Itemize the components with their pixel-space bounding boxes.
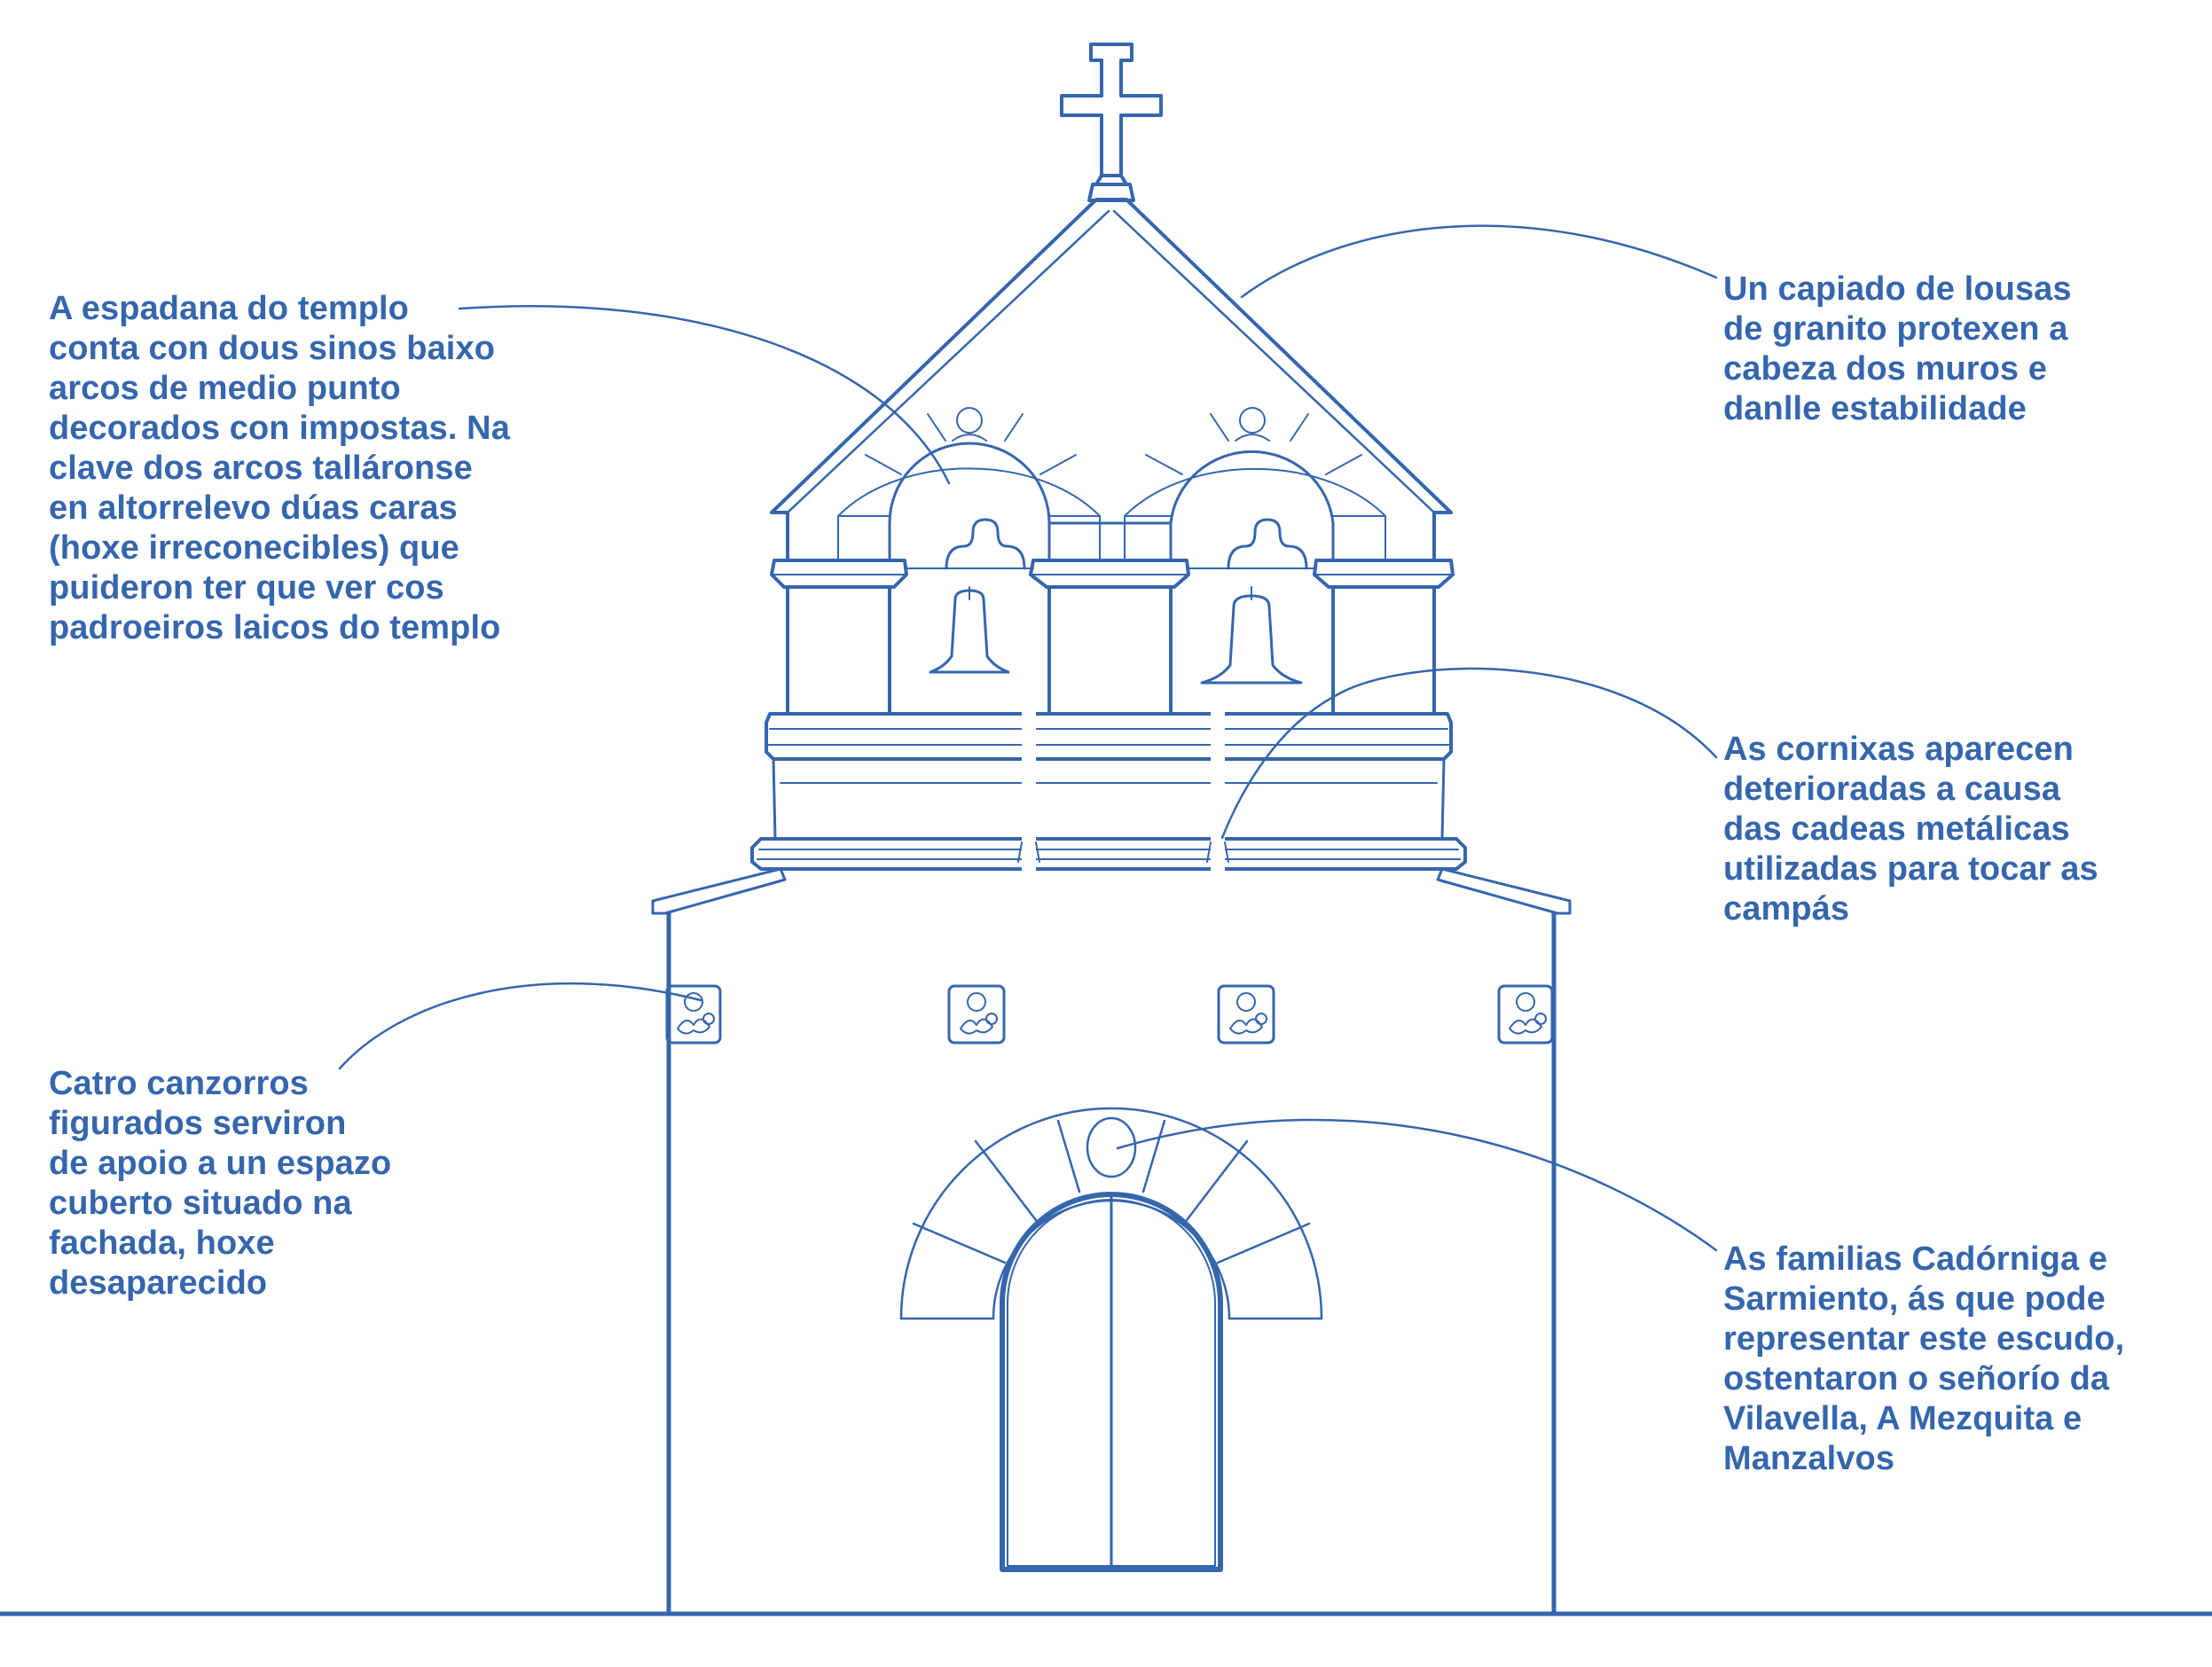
coat-of-arms [1086, 1116, 1137, 1178]
leader-canzorros [338, 982, 702, 1070]
leader-familias [1116, 1118, 1718, 1252]
corbel-icon [665, 984, 722, 1045]
leader-cornixas [1220, 667, 1718, 840]
corbel-icon [947, 984, 1006, 1045]
corbel-icon [1497, 984, 1554, 1045]
leader-capiado [1240, 224, 1718, 299]
doorway [899, 1107, 1323, 1572]
carved-face-icon [1239, 407, 1266, 434]
leader-lines [338, 224, 1718, 1252]
bell-arches [837, 407, 1386, 562]
cross-icon [1060, 43, 1163, 177]
bell-icon [929, 518, 1026, 674]
annotation-cornixas: As cornixas aparecen deterioradas a caus… [1723, 731, 2098, 927]
annotation-espadana: A espadana do templo conta con dous sino… [49, 290, 510, 646]
main-wall [651, 867, 1572, 1616]
annotation-familias: As familias Cadórniga e Sarmiento, ás qu… [1723, 1240, 2125, 1477]
carved-face-icon [956, 407, 983, 434]
leader-espadana [458, 305, 951, 485]
cornice [750, 709, 1467, 874]
bell-tier [770, 521, 1455, 716]
annotation-canzorros: Catro canzorros figurados serviron de ap… [49, 1065, 392, 1302]
corbel-icon [1217, 984, 1275, 1045]
gable-roof [770, 43, 1453, 562]
annotation-capiado: Un capiado de lousas de granito protexen… [1723, 270, 2072, 427]
bell-icon [1200, 518, 1308, 685]
